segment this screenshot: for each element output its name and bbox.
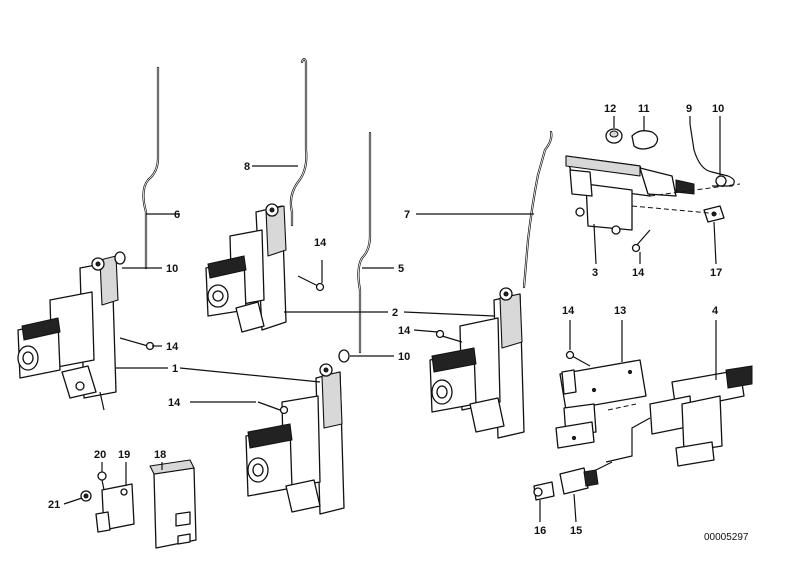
screw-part-14-f — [565, 350, 591, 367]
callout-7: 7 — [404, 209, 410, 221]
callout-2: 2 — [392, 307, 398, 319]
screw-part-14-a — [119, 337, 155, 351]
callout-4: 4 — [712, 305, 719, 317]
callout-11: 11 — [638, 103, 650, 115]
callout-10-middle: 10 — [398, 351, 410, 363]
lock-actuator-upper-middle — [205, 203, 287, 333]
callout-15: 15 — [570, 525, 582, 537]
screw-part-14-c — [257, 401, 289, 415]
nut-part-21 — [80, 490, 92, 502]
bulb-part-16 — [533, 481, 555, 501]
callout-18: 18 — [154, 449, 166, 461]
screw-part-14-d — [435, 329, 463, 343]
screw-part-20 — [97, 471, 107, 491]
nut-part-10-b — [338, 349, 350, 363]
callout-14-upper-middle: 14 — [314, 237, 327, 249]
callout-14-right: 14 — [398, 325, 411, 337]
callout-17: 17 — [710, 267, 722, 279]
callout-9: 9 — [686, 103, 692, 115]
switch-assembly-part-3 — [565, 155, 695, 235]
rod-part-6 — [142, 66, 160, 270]
lock-actuator-lower-middle — [245, 363, 345, 515]
nut-part-10-a — [114, 251, 126, 265]
callout-13: 13 — [614, 305, 626, 317]
rod-part-7 — [522, 130, 553, 289]
clip-part-12 — [605, 128, 623, 144]
drawing-number: 00005297 — [704, 532, 749, 543]
leader-lines — [63, 116, 721, 523]
cover-part-18 — [149, 459, 197, 549]
callout-1: 1 — [172, 363, 178, 375]
bracket-part-19 — [95, 483, 135, 533]
clip-part-17 — [703, 205, 725, 223]
callout-20: 20 — [94, 449, 106, 461]
callout-14-lower-middle: 14 — [168, 397, 181, 409]
lock-actuator-right — [429, 287, 525, 439]
lock-actuator-left — [17, 255, 119, 411]
callout-3: 3 — [592, 267, 598, 279]
screw-part-14-e — [631, 229, 651, 253]
callout-14-left: 14 — [166, 341, 179, 353]
callout-14-top-right: 14 — [632, 267, 645, 279]
callout-14-bracket: 14 — [562, 305, 575, 317]
guide-lines — [607, 183, 741, 411]
motor-part-4 — [605, 365, 753, 467]
bracket-part-13 — [555, 359, 647, 449]
callout-21: 21 — [48, 499, 60, 511]
grommet-part-11 — [631, 130, 659, 150]
callout-10-left: 10 — [166, 263, 178, 275]
callout-19: 19 — [118, 449, 130, 461]
nut-part-10-top — [715, 175, 727, 187]
spring-clip-part-9 — [689, 123, 735, 187]
callout-10-top: 10 — [712, 103, 724, 115]
callout-8: 8 — [244, 161, 250, 173]
callout-12: 12 — [604, 103, 616, 115]
callout-16: 16 — [534, 525, 546, 537]
screw-part-14-b — [297, 275, 325, 292]
rod-part-8 — [289, 57, 308, 227]
callout-5: 5 — [398, 263, 404, 275]
sensor-part-15 — [559, 461, 613, 495]
callout-6-left: 6 — [174, 209, 180, 221]
rod-part-5 — [357, 131, 372, 354]
